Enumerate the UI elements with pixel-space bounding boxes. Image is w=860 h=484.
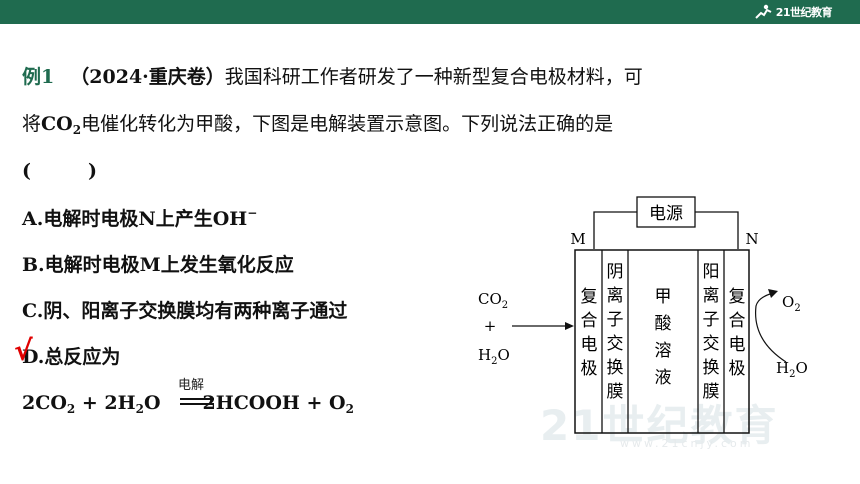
- output-curve-arrow: [754, 293, 787, 363]
- question-line-2: 将CO2电催化转化为甲酸，下图是电解装置示意图。下列说法正确的是: [22, 109, 613, 137]
- input-plus: +: [484, 317, 497, 335]
- correct-check-icon: √: [14, 334, 33, 367]
- runner-icon: [754, 4, 772, 19]
- answer-blank: ( ): [22, 160, 97, 182]
- right-electrode-char-3: 电: [729, 335, 746, 355]
- question-line-1: 例1 （2024·重庆卷）我国科研工作者研发了一种新型复合电极材料，可: [22, 62, 643, 89]
- co2-subscript: 2: [72, 123, 82, 137]
- power-source-label: 电源: [649, 204, 683, 224]
- output-o2: O2: [782, 293, 801, 314]
- solution-char-3: 溶: [655, 341, 672, 361]
- solution-char-4: 液: [655, 368, 672, 388]
- brand-logo: 21世纪教育: [753, 4, 833, 20]
- electrode-n-label: N: [745, 230, 758, 248]
- eq-sub-2: 2: [135, 402, 144, 416]
- watermark: 21世纪教育: [540, 401, 779, 450]
- left-electrode-char-2: 合: [581, 311, 598, 331]
- right-electrode-char-2: 合: [729, 311, 746, 331]
- left-electrode-char-3: 电: [581, 335, 598, 355]
- cation-membrane-char-5: 换: [703, 358, 720, 378]
- cation-membrane-char-4: 交: [703, 334, 720, 354]
- option-b[interactable]: B.电解时电极M上发生氧化反应: [22, 254, 294, 276]
- electrolytic-cell: [574, 249, 750, 434]
- brand-logo-text: 21世纪教育: [775, 6, 833, 19]
- input-h2o-right: H2O: [776, 359, 808, 380]
- power-source-box: [636, 196, 696, 228]
- anion-membrane-char-6: 膜: [607, 382, 624, 402]
- option-c[interactable]: C.阴、阳离子交换膜均有两种离子通过: [22, 300, 348, 322]
- eq-equals-bar-bottom: [180, 403, 214, 405]
- example-tag: 例1: [22, 66, 55, 88]
- right-electrode-char-1: 复: [729, 287, 746, 307]
- question-text-1: 我国科研工作者研发了一种新型复合电极材料，可: [224, 66, 643, 88]
- cation-membrane-char-1: 阳: [703, 262, 720, 282]
- eq-sub-1: 2: [66, 402, 76, 416]
- wire-left: [593, 211, 637, 249]
- eq-condition: 电解: [178, 378, 205, 393]
- solution-char-2: 酸: [655, 314, 672, 334]
- option-a-text: A.电解时电极N上产生OH: [22, 208, 248, 230]
- wire-right: [695, 211, 739, 249]
- eq-part-3: O: [143, 392, 161, 414]
- electrode-m-label: M: [570, 230, 585, 248]
- top-banner: 21世纪教育: [0, 0, 860, 24]
- right-electrode-char-4: 极: [729, 359, 746, 379]
- anion-membrane-char-2: 离: [607, 286, 624, 306]
- eq-equals-bar-top: [180, 398, 214, 400]
- input-arrowhead: [565, 322, 574, 330]
- question-text-2b: 电催化转化为甲酸，下图是电解装置示意图。下列说法正确的是: [81, 113, 614, 135]
- solution-char-1: 甲: [655, 287, 672, 307]
- input-h2o: H2O: [478, 346, 510, 367]
- option-a[interactable]: A.电解时电极N上产生OH−: [22, 204, 257, 231]
- cation-membrane-char-3: 子: [703, 310, 720, 330]
- left-electrode-char-1: 复: [581, 287, 598, 307]
- anion-membrane-char-4: 交: [607, 334, 624, 354]
- co2-formula: CO: [41, 113, 73, 135]
- question-text-2a: 将: [22, 113, 42, 135]
- output-arrowhead: [768, 289, 778, 298]
- anion-membrane-char-5: 换: [607, 358, 624, 378]
- input-co2: CO2: [478, 290, 508, 311]
- option-a-superscript: −: [247, 206, 258, 220]
- cation-membrane-char-6: 膜: [703, 382, 720, 402]
- left-electrode-char-4: 极: [581, 359, 598, 379]
- eq-part-1: 2CO: [22, 392, 67, 414]
- question-source: （2024·重庆卷）: [70, 66, 225, 88]
- cation-membrane-char-2: 离: [703, 286, 720, 306]
- watermark-url: www.21cnjy.com: [620, 437, 754, 450]
- anion-membrane-char-3: 子: [607, 310, 624, 330]
- anion-membrane-char-1: 阴: [607, 262, 624, 282]
- eq-part-4: 2HCOOH + O: [202, 392, 346, 414]
- eq-part-2: + 2H: [75, 392, 136, 414]
- option-d[interactable]: D.总反应为: [22, 346, 121, 368]
- eq-sub-4: 2: [345, 402, 354, 416]
